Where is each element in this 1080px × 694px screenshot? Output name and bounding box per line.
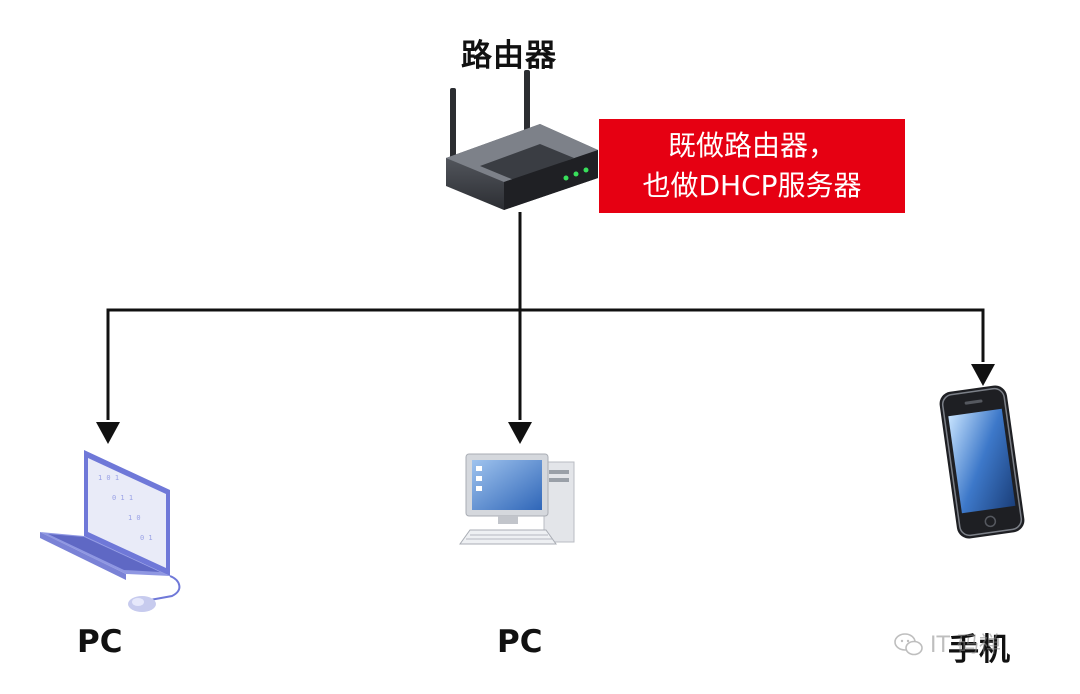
arrow-to-phone (971, 364, 995, 386)
dhcp-callout: 既做路由器， 也做DHCP服务器 (599, 119, 905, 213)
router-icon (446, 70, 598, 210)
smartphone-icon (939, 385, 1025, 539)
phone-label: 手机 (948, 632, 1010, 668)
laptop-icon: 1 0 1 0 1 1 1 0 0 1 (40, 450, 181, 612)
svg-text:0 1: 0 1 (140, 534, 153, 542)
watermark-text: IT 码禅 (930, 633, 1001, 658)
laptop-label: PC (77, 624, 123, 660)
watermark: IT 码禅 (894, 628, 1001, 658)
desktop-label: PC (497, 624, 543, 660)
wechat-icon (894, 633, 923, 656)
arrowheads (96, 364, 995, 444)
arrow-to-desktop (508, 422, 532, 444)
svg-text:0 1 1: 0 1 1 (112, 494, 133, 502)
desktop-computer-icon (459, 453, 575, 545)
svg-text:1 0: 1 0 (128, 514, 141, 522)
connector-lines (106, 212, 985, 420)
callout-line-1: 既做路由器， (667, 129, 836, 162)
router-label: 路由器 (461, 38, 557, 74)
arrow-to-laptop (96, 422, 120, 444)
callout-line-2: 也做DHCP服务器 (642, 169, 862, 202)
bus-line (106, 308, 985, 420)
svg-text:1 0 1: 1 0 1 (98, 474, 119, 482)
